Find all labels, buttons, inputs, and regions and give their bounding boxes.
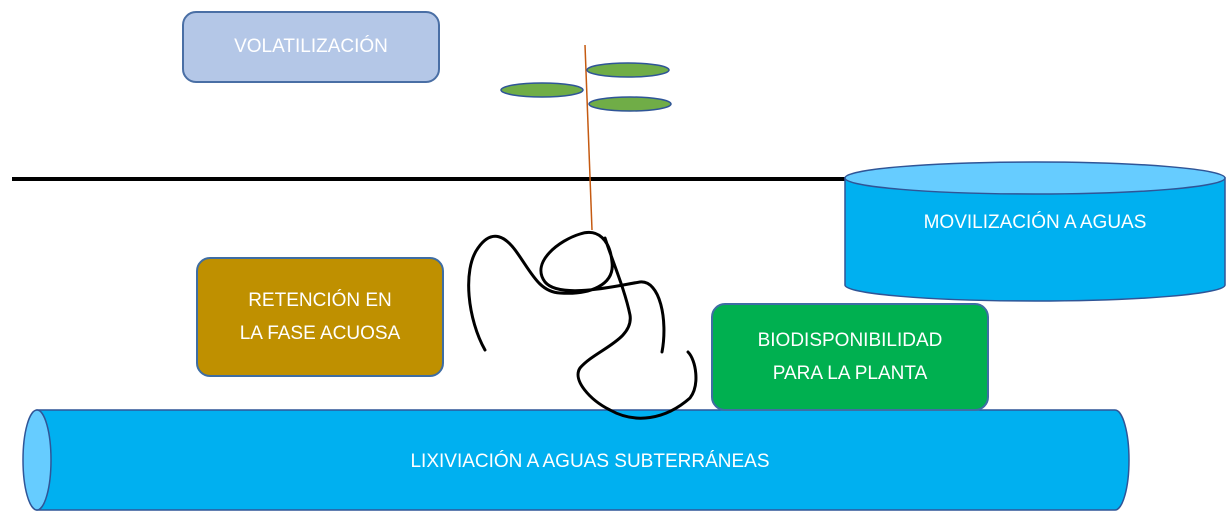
leaf xyxy=(588,96,672,112)
volatilizacion-label: VOLATILIZACIÓN xyxy=(234,36,388,58)
plant-stem xyxy=(584,44,593,231)
retencion-label: RETENCIÓN EN LA FASE ACUOSA xyxy=(239,289,401,344)
leaf xyxy=(586,62,670,78)
lixiviacion-label: LIXIVIACIÓN A AGUAS SUBTERRÁNEAS xyxy=(410,451,770,472)
groundwater-pipe xyxy=(22,409,1130,511)
movilizacion-label: MOVILIZACIÓN A AGUAS xyxy=(923,212,1147,233)
retencion-box: RETENCIÓN EN LA FASE ACUOSA xyxy=(196,257,444,377)
water-reservoir xyxy=(844,161,1226,302)
plant-roots xyxy=(467,231,698,420)
leaf xyxy=(500,82,584,98)
volatilizacion-box: VOLATILIZACIÓN xyxy=(182,11,440,83)
biodisponibilidad-label: BIODISPONIBILIDAD PARA LA PLANTA xyxy=(757,329,943,384)
biodisponibilidad-box: BIODISPONIBILIDAD PARA LA PLANTA xyxy=(711,303,989,411)
